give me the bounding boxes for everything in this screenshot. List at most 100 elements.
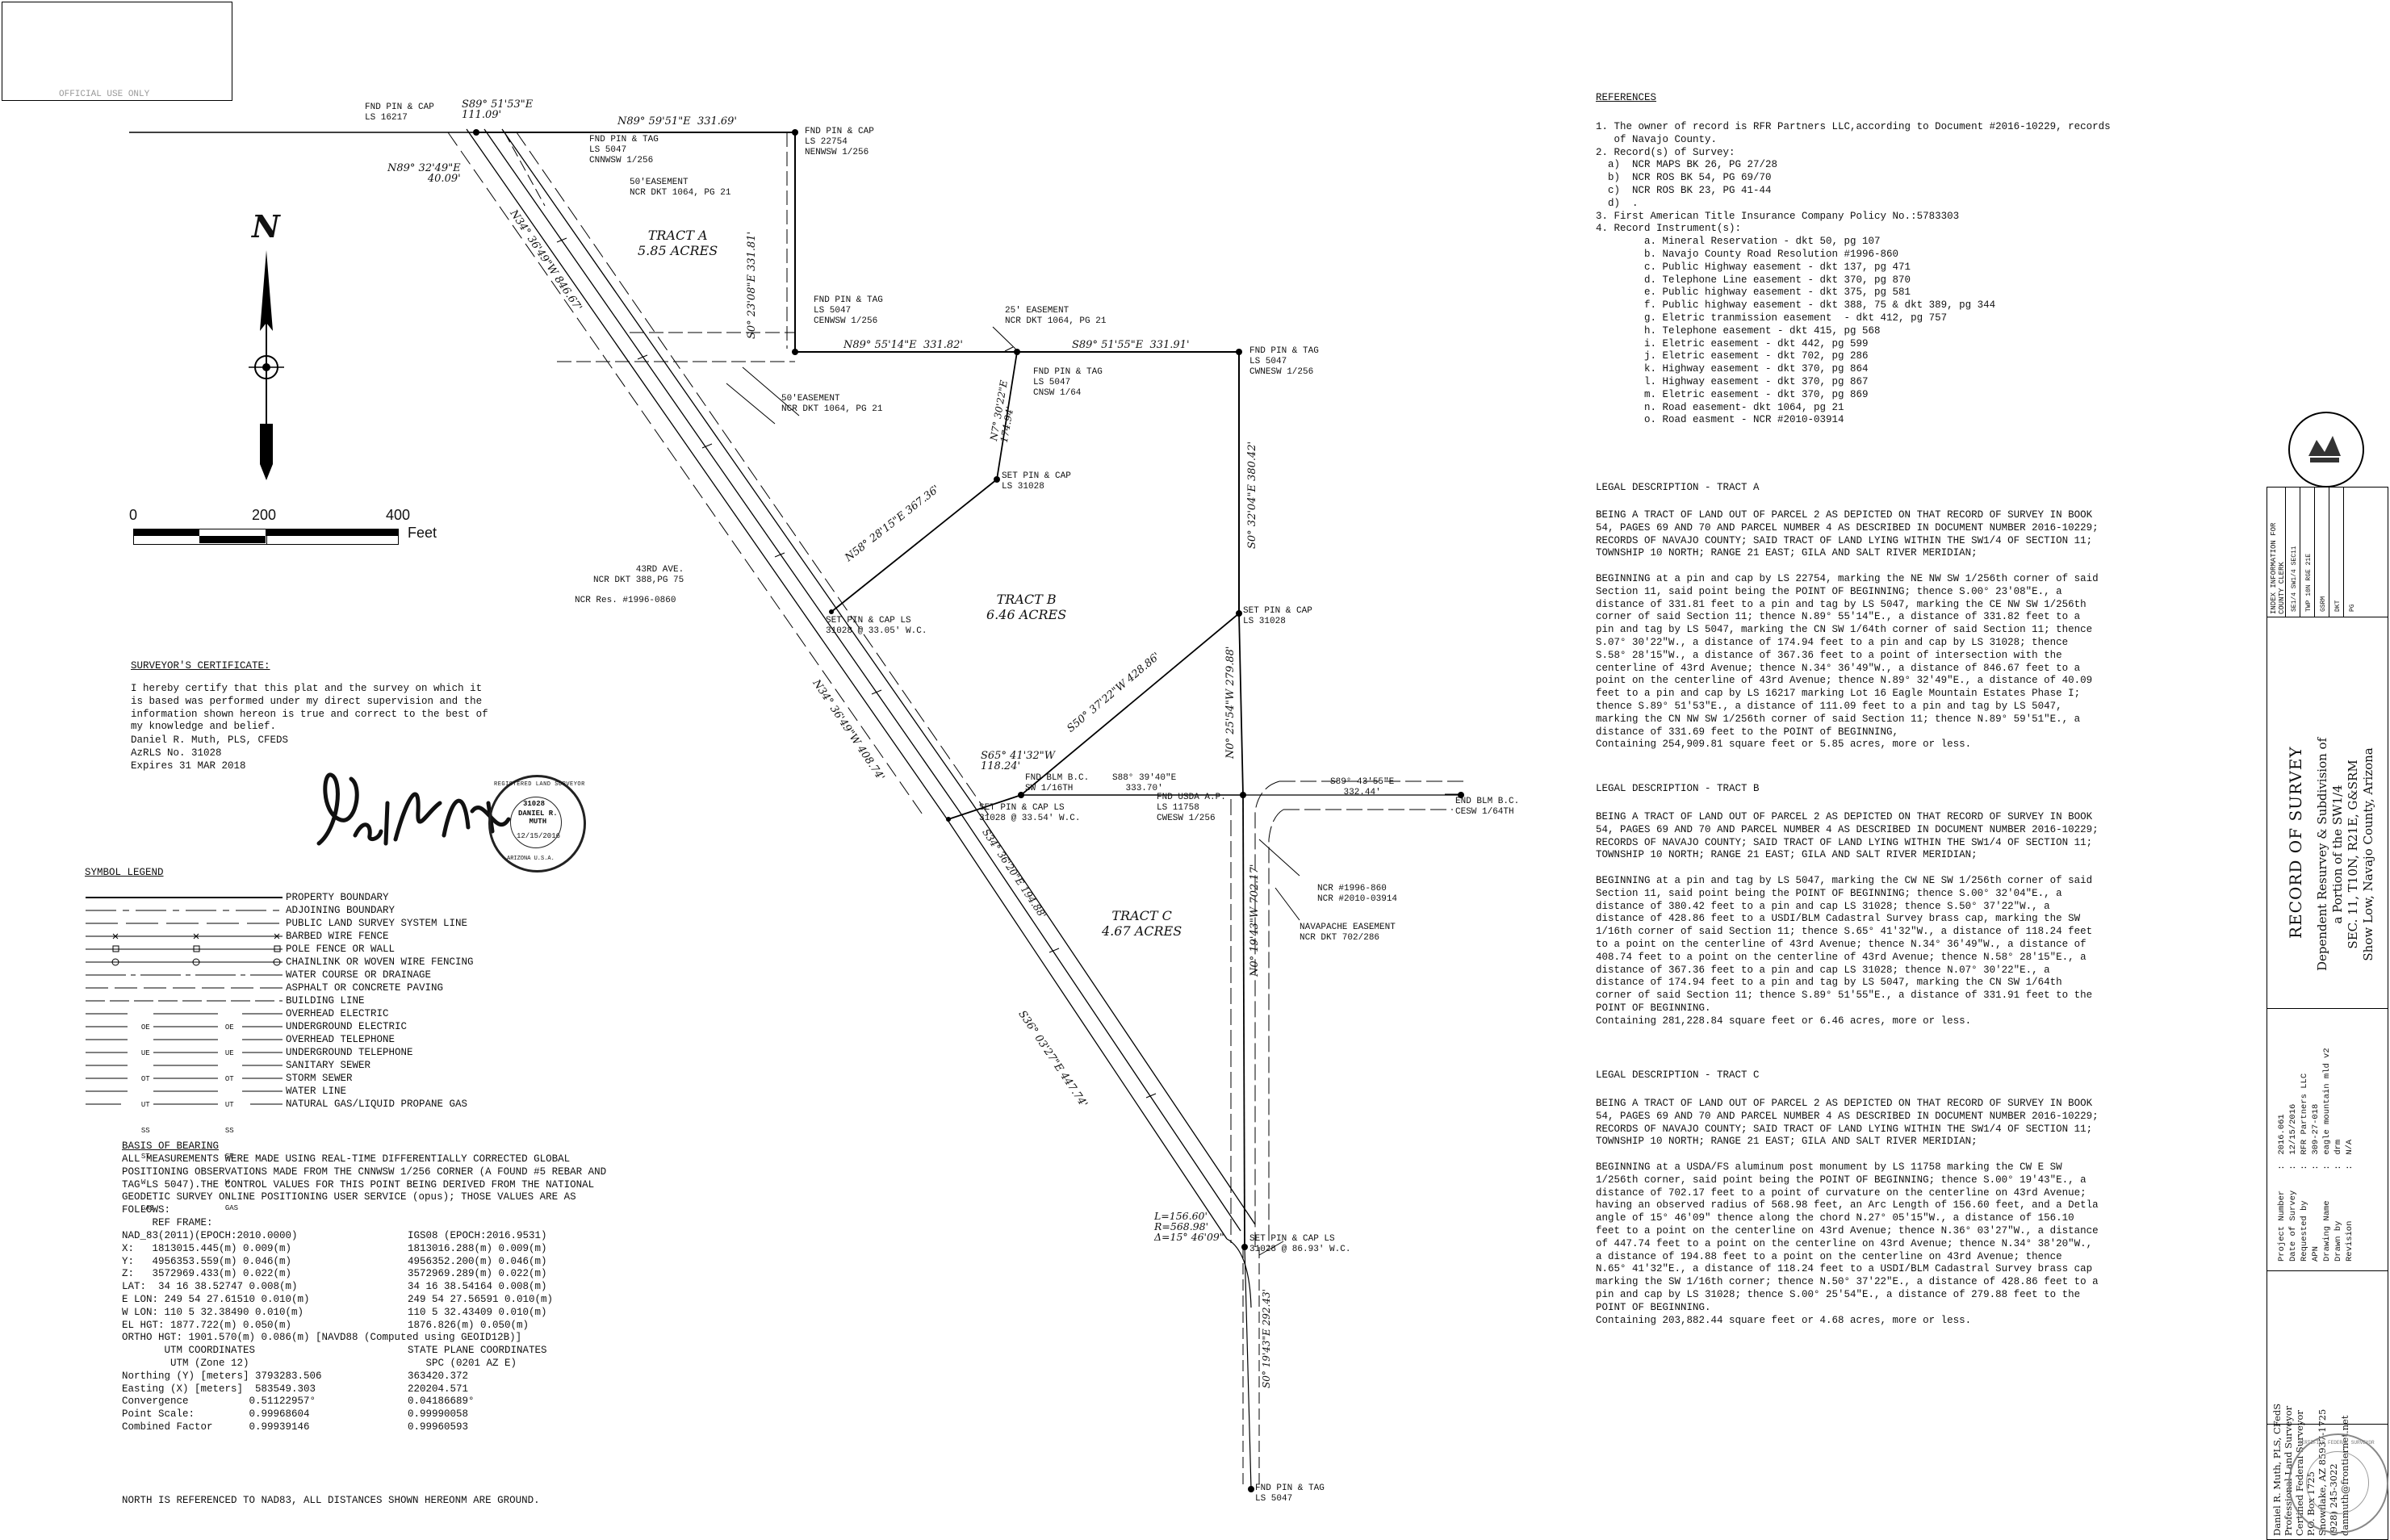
label-fnd-pin-tag-cnnwsw: FND PIN & TAG LS 5047 CNNWSW 1/256 bbox=[589, 135, 659, 165]
title-block-vertical: INDEX INFORMATION FOR COUNTY CLERK SE1/4… bbox=[2267, 487, 2387, 1538]
recorder-logo-graphic bbox=[2308, 436, 2341, 462]
scale-label-0: 0 bbox=[129, 507, 138, 523]
legend-code-ue: UE bbox=[140, 1049, 150, 1057]
label-fnd-pin-tag-bottom: FND PIN & TAG LS 5047 bbox=[1255, 1484, 1325, 1504]
official-use-box: OFFICIAL USE ONLY bbox=[2, 2, 232, 101]
cfeds-logo-text: CERTIFIED FEDERAL SURVEYOR bbox=[2299, 1440, 2375, 1446]
legal-a-heading: LEGAL DESCRIPTION - TRACT A bbox=[1596, 482, 1760, 493]
legend-code-st: ST bbox=[140, 1153, 150, 1161]
legend-codes: OE UE OT UT SS ST W GAS bbox=[132, 1008, 154, 1215]
label-bearing-702-17: N0° 19'43"W 702.17' bbox=[1249, 864, 1261, 977]
label-bearing-331-82: N89° 55'14"E 331.82' bbox=[843, 339, 964, 351]
recorder-header: INDEX INFORMATION FOR COUNTY CLERK bbox=[2270, 522, 2286, 614]
label-tract-b: TRACT B 6.46 ACRES bbox=[986, 592, 1067, 622]
label-43rd-ave: 43RD AVE. NCR DKT 388,PG 75 bbox=[593, 565, 684, 585]
legend-item: ADJOINING BOUNDARY bbox=[286, 905, 396, 916]
index-row: TWP 10N RGE 21E bbox=[2305, 553, 2313, 612]
legend-item: WATER LINE bbox=[286, 1086, 347, 1097]
label-bearing-333-70: S88° 39'40"E 333.70' bbox=[1112, 773, 1177, 793]
label-set-pin-cap-wc2: SET PIN & CAP LS 31028 @ 33.54' W.C. bbox=[979, 803, 1081, 823]
legend-item: SANITARY SEWER bbox=[286, 1060, 371, 1071]
legend-code-ot: OT bbox=[140, 1075, 150, 1083]
index-row: SE1/4 SW1/4 SEC11 bbox=[2291, 546, 2298, 612]
legend-code-ot-b: OT bbox=[224, 1075, 234, 1083]
legal-a-body: BEING A TRACT OF LAND OUT OF PARCEL 2 AS… bbox=[1596, 509, 2099, 751]
label-navapache: NAVAPACHE EASEMENT NCR DKT 702/286 bbox=[1300, 923, 1396, 943]
legend-item: NATURAL GAS/LIQUID PROPANE GAS bbox=[286, 1099, 468, 1110]
label-bearing-380-42: S0° 32'04"E 380.42' bbox=[1246, 441, 1258, 549]
seal-number: 31028 bbox=[523, 800, 546, 808]
scale-label-400: 400 bbox=[386, 507, 411, 523]
label-bearing-292-43: S0° 19'43"E 292.43' bbox=[1261, 1289, 1272, 1388]
legend-item: OVERHEAD TELEPHONE bbox=[286, 1034, 396, 1045]
symbol-legend-list: PROPERTY BOUNDARY ADJOINING BOUNDARY PUB… bbox=[286, 891, 474, 1111]
basis-of-bearing-ref-frame: REF FRAME: bbox=[122, 1217, 213, 1228]
label-set-pin-cap-31028-b: SET PIN & CAP LS 31028 bbox=[1243, 606, 1312, 626]
legend-item: POLE FENCE OR WALL bbox=[286, 944, 396, 955]
legend-code-gas-b: GAS bbox=[224, 1204, 239, 1212]
label-bearing-331-91: S89° 51'55"E 331.91' bbox=[1072, 339, 1190, 351]
label-fnd-pin-tag-cenwsw: FND PIN & TAG LS 5047 CENWSW 1/256 bbox=[814, 295, 883, 326]
legal-b-body: BEING A TRACT OF LAND OUT OF PARCEL 2 AS… bbox=[1596, 811, 2099, 1027]
legend-codes-b: OE UE OT UT SS ST W GAS bbox=[216, 1008, 238, 1215]
label-set-pin-cap-wc1: SET PIN & CAP LS 31028 @ 33.05' W.C. bbox=[826, 616, 927, 636]
label-tract-a: TRACT A 5.85 ACRES bbox=[638, 228, 718, 258]
surveyor-certificate-heading: SURVEYOR'S CERTIFICATE: bbox=[131, 660, 270, 672]
references-body: 1. The owner of record is RFR Partners L… bbox=[1596, 121, 2111, 426]
legend-code-ut: UT bbox=[140, 1101, 150, 1109]
legend-item: UNDERGROUND TELEPHONE bbox=[286, 1047, 413, 1058]
symbol-legend-swatches bbox=[86, 897, 283, 1105]
legal-b-heading: LEGAL DESCRIPTION - TRACT B bbox=[1596, 783, 1760, 794]
basis-of-bearing-heading: BASIS OF BEARING bbox=[122, 1140, 220, 1152]
label-fnd-usda: FND USDA A.P. LS 11758 CWESW 1/256 bbox=[1157, 793, 1226, 823]
legal-c-body: BEING A TRACT OF LAND OUT OF PARCEL 2 AS… bbox=[1596, 1098, 2099, 1326]
project-info: Project Number : 2016.061 Date of Survey… bbox=[2277, 1048, 2354, 1262]
label-bearing-40-09: N89° 32'49"E 40.09' bbox=[387, 162, 461, 185]
label-end-blm: END BLM B.C. CESW 1/64TH bbox=[1455, 797, 1520, 817]
plat-drawing bbox=[129, 128, 1465, 1492]
label-set-pin-cap-31028-a: SET PIN & CAP LS 31028 bbox=[1002, 471, 1071, 492]
label-fnd-pin-cap-22754: FND PIN & CAP LS 22754 NENWSW 1/256 bbox=[805, 127, 874, 157]
cfeds-logo-inner bbox=[2306, 1451, 2369, 1514]
label-fnd-pin-tag-cwnesw: FND PIN & TAG LS 5047 CWNESW 1/256 bbox=[1249, 346, 1319, 377]
survey-subtitle: Dependent Resurvey & Subdivision of a Po… bbox=[2315, 737, 2375, 971]
legend-code-st-b: ST bbox=[224, 1153, 234, 1161]
label-easement-25: 25' EASEMENT NCR DKT 1064, PG 21 bbox=[1005, 306, 1107, 326]
surveyor-signature-block: Daniel R. Muth, PLS, CFEDS AzRLS No. 310… bbox=[131, 734, 289, 772]
basis-of-bearing-footer: NORTH IS REFERENCED TO NAD83, ALL DISTAN… bbox=[122, 1495, 540, 1506]
legend-code-ss: SS bbox=[140, 1127, 150, 1135]
legend-code-w: W bbox=[140, 1178, 146, 1186]
label-fnd-blm: FND BLM B.C. SW 1/16TH bbox=[1025, 773, 1090, 793]
surveyor-seal bbox=[488, 775, 586, 873]
legend-code-oe: OE bbox=[140, 1023, 150, 1032]
legend-code-oe-b: OE bbox=[224, 1023, 234, 1032]
index-row: PG bbox=[2349, 604, 2356, 612]
index-row: GSRM bbox=[2320, 596, 2327, 612]
label-bearing-331-81: S0° 23'08"E 331.81' bbox=[746, 231, 758, 339]
surveyor-seal-inner bbox=[510, 797, 562, 848]
references-heading: REFERENCES bbox=[1596, 92, 1657, 103]
label-bearing-118-24: S65° 41'32"W 118.24' bbox=[981, 750, 1056, 772]
label-bearing-331-69: N89° 59'51"E 331.69' bbox=[617, 115, 738, 128]
legend-item: ASPHALT OR CONCRETE PAVING bbox=[286, 982, 444, 994]
legend-item: PROPERTY BOUNDARY bbox=[286, 892, 389, 903]
label-ncr-numbers: NCR #1996-860 NCR #2010-03914 bbox=[1317, 884, 1398, 904]
legend-code-w-b: W bbox=[224, 1178, 230, 1186]
scale-bar bbox=[133, 529, 408, 546]
seal-name: DANIEL R. MUTH bbox=[518, 810, 558, 826]
label-curve: L=156.60' R=568.98' Δ=15° 46'09" bbox=[1154, 1210, 1224, 1243]
symbol-legend-heading: SYMBOL LEGEND bbox=[85, 867, 164, 878]
basis-of-bearing-intro: ALL MEASUREMENTS WERE MADE USING REAL-TI… bbox=[122, 1153, 607, 1216]
legend-item: PUBLIC LAND SURVEY SYSTEM LINE bbox=[286, 918, 468, 929]
surveyor-certificate-body: I hereby certify that this plat and the … bbox=[131, 683, 488, 733]
scale-label-200: 200 bbox=[252, 507, 277, 523]
basis-of-bearing-right-col: IGS08 (EPOCH:2016.9531) 1813016.288(m) 0… bbox=[408, 1230, 554, 1433]
label-easement-50-a: 50'EASEMENT NCR DKT 1064, PG 21 bbox=[630, 178, 731, 198]
scale-unit: Feet bbox=[408, 525, 437, 541]
seal-ring-text: REGISTERED LAND SURVEYOR bbox=[494, 781, 585, 788]
legend-code-ue-b: UE bbox=[224, 1049, 234, 1057]
north-arrow-icon bbox=[249, 250, 284, 480]
index-row: DKT bbox=[2334, 600, 2342, 612]
legend-item: BARBED WIRE FENCE bbox=[286, 931, 389, 942]
legend-item: STORM SEWER bbox=[286, 1073, 353, 1084]
